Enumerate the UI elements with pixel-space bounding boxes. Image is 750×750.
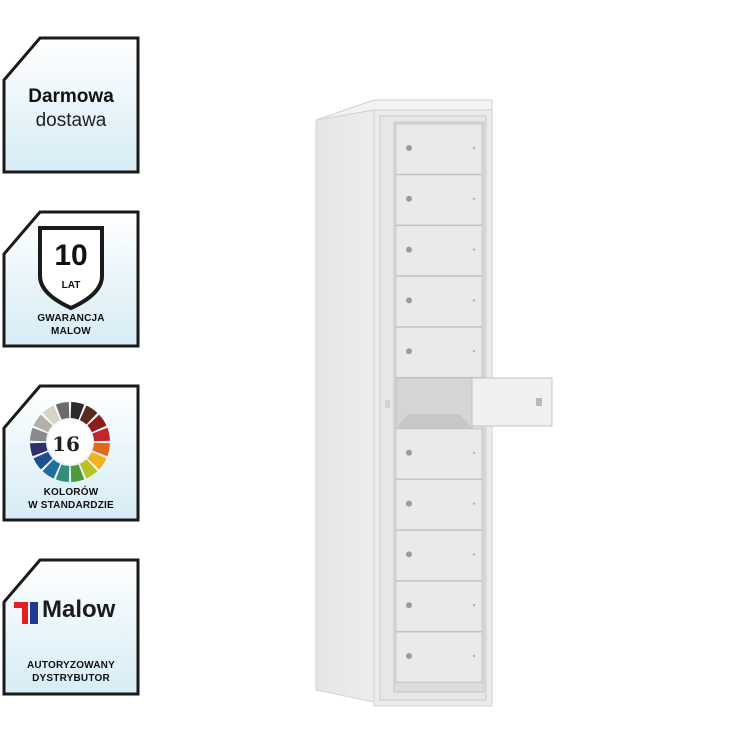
color-swatch-icon <box>42 459 61 479</box>
warranty-badge: 10 LAT GWARANCJA MALOW <box>2 210 140 348</box>
dealer-badge: Malow AUTORYZOWANY DYSTRYBUTOR <box>2 558 140 696</box>
lock-icon <box>406 297 412 304</box>
colors-number: 16 <box>52 432 80 456</box>
color-swatch-icon <box>79 405 98 425</box>
color-swatch-icon <box>55 464 70 482</box>
dealer-caption1: AUTORYZOWANY <box>27 660 115 671</box>
badge-frame-icon <box>2 36 140 174</box>
shipping-line1: Darmowa <box>28 86 114 107</box>
lock-icon <box>406 195 412 202</box>
color-swatch-icon <box>79 459 98 479</box>
lock-icon <box>406 449 412 456</box>
shield-icon <box>38 226 104 311</box>
colors-caption2: W STANDARDZIE <box>28 500 114 511</box>
color-swatch-icon <box>87 414 107 433</box>
color-swatch-icon <box>70 402 85 420</box>
lock-icon <box>406 246 412 253</box>
color-swatch-icon <box>33 451 53 470</box>
compartment-door <box>395 479 483 531</box>
lock-icon <box>406 500 412 507</box>
warranty-caption2: MALOW <box>51 326 91 337</box>
warranty-number: 10 <box>54 239 88 272</box>
shipping-line2: dostawa <box>35 110 107 131</box>
malow-logo-icon <box>14 602 38 624</box>
locker-cabinet-image <box>310 96 560 715</box>
color-swatch-icon <box>30 442 48 457</box>
color-swatch-icon <box>92 427 110 442</box>
compartment-door <box>395 326 483 378</box>
color-wheel-icon <box>30 402 110 482</box>
color-swatch-icon <box>55 402 70 420</box>
badge-frame-icon <box>2 210 140 348</box>
colors-caption1: KOLORÓW <box>43 487 99 498</box>
lock-icon <box>406 602 412 609</box>
lock-icon <box>406 348 412 355</box>
color-swatch-icon <box>92 442 110 457</box>
color-swatch-icon <box>33 414 53 433</box>
lock-icon <box>406 551 412 558</box>
brand-name: Malow <box>42 596 116 623</box>
color-swatch-icon <box>30 427 48 442</box>
badge-frame-icon <box>2 384 140 522</box>
warranty-caption1: GWARANCJA <box>37 313 105 324</box>
free-shipping-badge: Darmowa dostawa <box>2 36 140 174</box>
color-swatch-icon <box>87 451 107 470</box>
badge-frame-icon <box>2 558 140 696</box>
color-swatch-icon <box>70 464 85 482</box>
color-swatch-icon <box>42 405 61 425</box>
lock-icon <box>406 145 412 151</box>
locker-cabinet-icon <box>315 99 553 707</box>
lock-icon <box>406 653 412 659</box>
warranty-unit: LAT <box>61 280 81 291</box>
colors-badge: 16 KOLORÓW W STANDARDZIE <box>2 384 140 522</box>
dealer-caption2: DYSTRYBUTOR <box>32 673 110 684</box>
